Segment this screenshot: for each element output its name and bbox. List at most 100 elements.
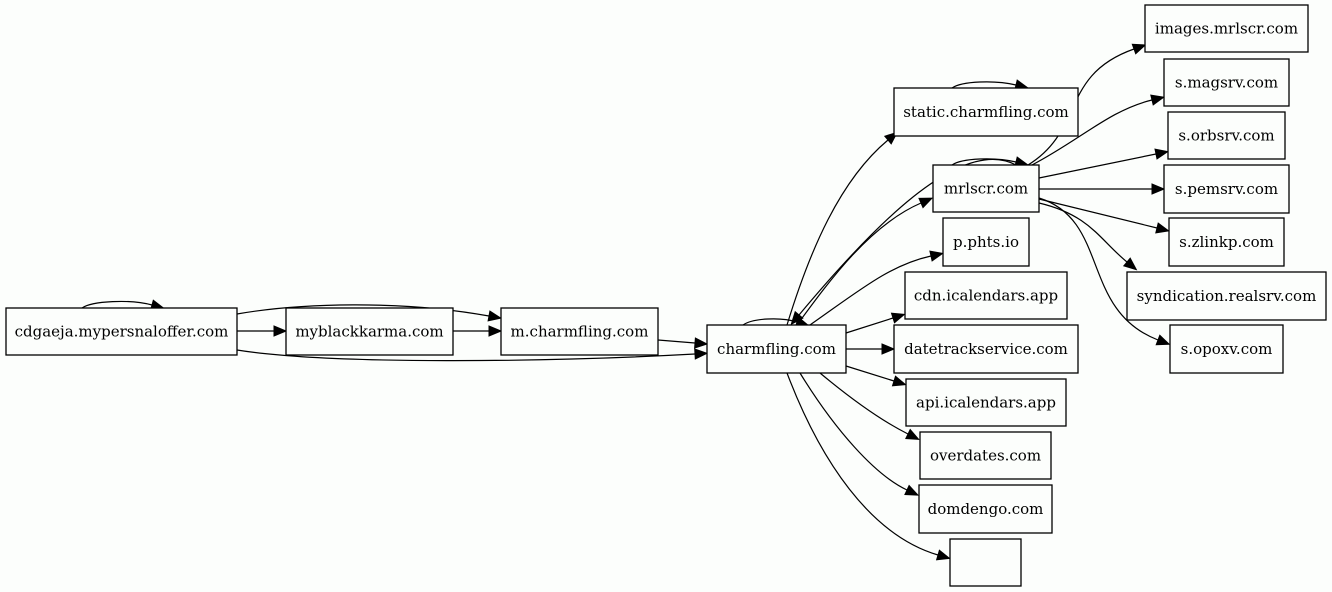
edge-mrlscr-to-syndicationrealsrv xyxy=(1038,202,1138,271)
node-box xyxy=(919,431,1052,480)
node-sopoxv[interactable]: s.opoxv.com xyxy=(1169,324,1284,374)
arrowhead-icon xyxy=(1155,334,1171,346)
node-label: s.pemsrv.com xyxy=(1175,180,1278,198)
node-box xyxy=(1163,58,1290,107)
edges-layer xyxy=(81,43,1171,561)
node-label: domdengo.com xyxy=(928,500,1044,518)
node-box xyxy=(905,378,1067,427)
edge-charmfling-to-unlabeled xyxy=(786,372,951,561)
node-cdnicalendars[interactable]: cdn.icalendars.app xyxy=(904,271,1068,320)
node-cdgaeja[interactable]: cdgaeja.mypersnaloffer.com xyxy=(5,307,238,356)
edge-line xyxy=(786,372,939,556)
edge-line xyxy=(796,202,922,326)
node-label: api.icalendars.app xyxy=(916,394,1056,412)
node-label: s.magsrv.com xyxy=(1175,74,1278,92)
arrowhead-icon xyxy=(273,325,288,337)
edge-line xyxy=(236,304,490,317)
node-label: m.charmfling.com xyxy=(511,323,649,341)
edge-mrlscr-to-sopoxv xyxy=(1038,197,1171,346)
edge-line xyxy=(1038,153,1157,179)
edge-mrlscr-to-charmfling xyxy=(790,158,1017,326)
node-datetrackservice[interactable]: datetrackservice.com xyxy=(893,324,1079,374)
node-myblackkarma[interactable]: myblackkarma.com xyxy=(285,307,454,356)
node-label: images.mrlscr.com xyxy=(1155,20,1298,38)
arrowhead-icon xyxy=(905,428,920,440)
node-szlinkp[interactable]: s.zlinkp.com xyxy=(1168,217,1285,267)
edge-myblackkarma-to-mcharmfling xyxy=(453,325,503,337)
node-box xyxy=(706,324,847,374)
node-label: cdgaeja.mypersnaloffer.com xyxy=(15,323,229,341)
node-box xyxy=(1167,111,1286,160)
edge-mrlscr-to-smagsrv xyxy=(1031,94,1165,166)
node-overdates[interactable]: overdates.com xyxy=(919,431,1052,480)
node-box xyxy=(942,217,1030,267)
node-label: s.orbsrv.com xyxy=(1178,127,1274,145)
edge-line xyxy=(1038,198,1158,229)
edge-line xyxy=(1031,99,1153,166)
arrowhead-icon xyxy=(1131,43,1147,55)
edge-line xyxy=(951,81,1017,89)
node-mcharmfling[interactable]: m.charmfling.com xyxy=(500,307,659,356)
edge-charmfling-to-datetrackservice xyxy=(846,343,896,355)
node-box xyxy=(500,307,659,356)
arrowhead-icon xyxy=(694,337,709,349)
arrowhead-icon xyxy=(1155,222,1170,234)
edge-mrlscr-to-szlinkp xyxy=(1038,198,1170,234)
node-box xyxy=(904,271,1068,320)
edge-line xyxy=(1038,202,1128,263)
edge-charmfling-to-domdengo xyxy=(799,372,920,496)
arrowhead-icon xyxy=(935,549,951,561)
node-box xyxy=(893,87,1079,137)
edge-cdgaeja-to-charmfling xyxy=(236,348,709,362)
edge-line xyxy=(809,255,932,326)
edge-line xyxy=(657,339,696,344)
node-box xyxy=(5,307,238,356)
node-label: mrlscr.com xyxy=(944,180,1028,198)
node-box xyxy=(1126,271,1327,321)
edge-charmfling-to-phts xyxy=(809,250,944,326)
node-charmfling[interactable]: charmfling.com xyxy=(706,324,847,374)
node-box xyxy=(893,324,1079,374)
edge-line xyxy=(786,139,889,326)
nodes-layer: cdgaeja.mypersnaloffer.com myblackkarma.c… xyxy=(5,4,1327,587)
node-label: datetrackservice.com xyxy=(904,340,1068,358)
node-box xyxy=(1144,4,1309,53)
arrowhead-icon xyxy=(1154,148,1170,160)
node-domdengo[interactable]: domdengo.com xyxy=(918,484,1053,534)
edge-line xyxy=(1038,197,1159,341)
node-sorbsrv[interactable]: s.orbsrv.com xyxy=(1167,111,1286,160)
node-unlabeled[interactable] xyxy=(949,538,1022,587)
node-apiicalendars[interactable]: api.icalendars.app xyxy=(905,378,1067,427)
arrowhead-icon xyxy=(1151,183,1166,195)
edge-mrlscr-to-spemsrv xyxy=(1039,183,1166,195)
arrowhead-icon xyxy=(1122,257,1138,271)
edge-line xyxy=(799,372,908,491)
arrowhead-icon xyxy=(790,310,804,326)
node-staticcharmfling[interactable]: static.charmfling.com xyxy=(893,87,1079,137)
arrowhead-icon xyxy=(1150,94,1165,106)
arrowhead-icon xyxy=(890,312,906,324)
node-label: overdates.com xyxy=(930,447,1041,465)
node-label: s.zlinkp.com xyxy=(1179,233,1274,251)
node-imagesmrlscr[interactable]: images.mrlscr.com xyxy=(1144,4,1309,53)
node-label: p.phts.io xyxy=(953,233,1019,251)
edge-charmfling-to-overdates xyxy=(819,372,920,440)
node-label: syndication.realsrv.com xyxy=(1137,287,1317,305)
node-mrlscr[interactable]: mrlscr.com xyxy=(932,164,1040,213)
node-smagsrv[interactable]: s.magsrv.com xyxy=(1163,58,1290,107)
arrowhead-icon xyxy=(694,348,709,360)
node-label: cdn.icalendars.app xyxy=(914,287,1058,305)
edge-line xyxy=(798,158,1017,316)
edge-cdgaeja-to-mcharmfling xyxy=(236,304,503,322)
arrowhead-icon xyxy=(918,197,934,209)
node-box xyxy=(949,538,1022,587)
node-spemsrv[interactable]: s.pemsrv.com xyxy=(1163,164,1290,214)
edge-charmfling-to-cdnicalendars xyxy=(845,312,906,334)
node-phts[interactable]: p.phts.io xyxy=(942,217,1030,267)
arrowhead-icon xyxy=(891,375,907,387)
edge-line xyxy=(951,158,1017,166)
node-syndicationrealsrv[interactable]: syndication.realsrv.com xyxy=(1126,271,1327,321)
edge-line xyxy=(236,349,696,362)
edge-line xyxy=(845,365,895,382)
edge-line xyxy=(81,300,153,309)
